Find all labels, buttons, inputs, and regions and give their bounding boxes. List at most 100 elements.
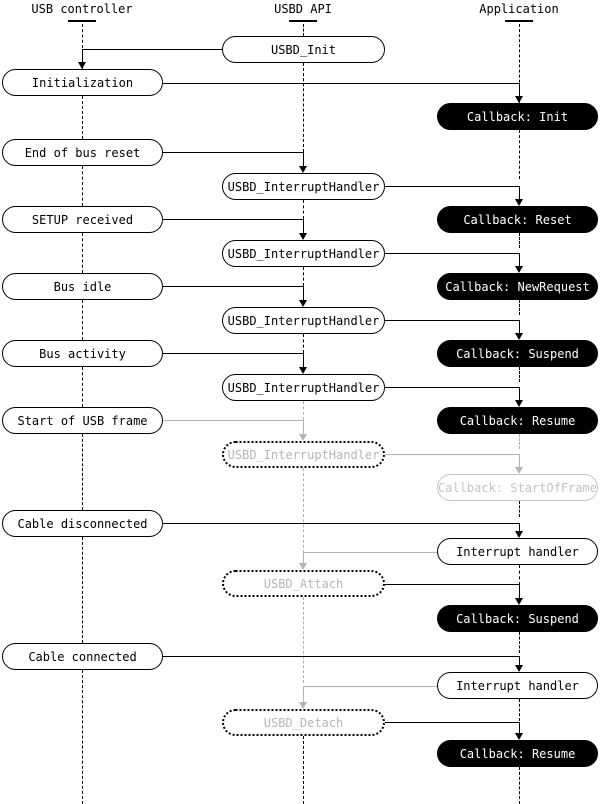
lifeline-ll-app-e bbox=[519, 367, 520, 382]
node-int-handler-2[interactable]: Interrupt handler bbox=[437, 672, 598, 699]
node-ih-1[interactable]: USBD_InterruptHandler bbox=[222, 173, 385, 200]
node-label-start-usb-frame: Start of USB frame bbox=[17, 413, 148, 428]
lifeline-ll-api-g bbox=[303, 468, 304, 553]
connector-h-c-ih3-to-cbsusp bbox=[385, 320, 519, 321]
connector-v-c-busidle-to-ih3 bbox=[303, 286, 304, 301]
node-label-cb-init: Callback: Init bbox=[466, 109, 569, 124]
node-ih-5[interactable]: USBD_InterruptHandler bbox=[222, 441, 385, 468]
connector-v-c-attach-to-cbsusp2 bbox=[519, 584, 520, 599]
node-setup-received[interactable]: SETUP received bbox=[2, 206, 163, 233]
node-label-setup-received: SETUP received bbox=[31, 212, 134, 227]
connector-v-c-sof-to-ih5 bbox=[303, 420, 304, 435]
connector-v-c-busact-to-ih4 bbox=[303, 353, 304, 368]
node-label-cb-startofframe: Callback: StartOfFrame bbox=[438, 480, 597, 495]
connector-h-c-ctrl-to-cbinit bbox=[163, 83, 519, 84]
connector-h-c-init-to-ctrl bbox=[82, 49, 222, 50]
connector-h-c-setup-to-ih2 bbox=[163, 219, 303, 220]
connector-h-c-busreset-to-ih1 bbox=[163, 152, 303, 153]
column-tick-usb-controller bbox=[68, 20, 96, 22]
lifeline-ll-api-h bbox=[303, 597, 304, 683]
connector-v-c-setup-to-ih2 bbox=[303, 219, 304, 234]
node-cable-conn[interactable]: Cable connected bbox=[2, 643, 163, 670]
node-cb-suspend-1[interactable]: Callback: Suspend bbox=[437, 340, 598, 367]
lifeline-ll-ctrl-b bbox=[82, 96, 83, 139]
lifeline-ll-app-f bbox=[519, 434, 520, 449]
node-label-bus-idle: Bus idle bbox=[53, 279, 112, 294]
lifeline-ll-app-g bbox=[519, 501, 520, 517]
lifeline-ll-api-f bbox=[303, 401, 304, 420]
lifeline-ll-api-e bbox=[303, 334, 304, 353]
node-label-usbd-init: USBD_Init bbox=[270, 42, 337, 57]
connector-v-c-ih3-to-cbsusp bbox=[519, 320, 520, 334]
connector-h-c-detach-to-cbres2 bbox=[385, 722, 519, 723]
node-cb-newrequest[interactable]: Callback: NewRequest bbox=[437, 273, 598, 300]
node-initialization[interactable]: Initialization bbox=[2, 69, 163, 96]
node-label-cb-suspend-2: Callback: Suspend bbox=[456, 611, 579, 626]
node-label-cb-reset: Callback: Reset bbox=[463, 212, 572, 227]
connector-v-c-int1-to-attach bbox=[303, 552, 304, 564]
node-cb-suspend-2[interactable]: Callback: Suspend bbox=[437, 605, 598, 632]
node-bus-idle[interactable]: Bus idle bbox=[2, 273, 163, 300]
node-ih-3[interactable]: USBD_InterruptHandler bbox=[222, 307, 385, 334]
column-tick-application bbox=[505, 20, 533, 22]
node-ih-2[interactable]: USBD_InterruptHandler bbox=[222, 240, 385, 267]
lifeline-ll-ctrl-g bbox=[82, 434, 83, 510]
arrowhead-c-init-to-ctrl bbox=[78, 62, 86, 69]
node-usbd-detach[interactable]: USBD_Detach bbox=[222, 709, 385, 736]
lifeline-ll-app-a bbox=[519, 24, 520, 103]
node-start-usb-frame[interactable]: Start of USB frame bbox=[2, 407, 163, 434]
connector-v-c-ih4-to-cbres bbox=[519, 387, 520, 401]
node-cb-resume-2[interactable]: Callback: Resume bbox=[437, 740, 598, 767]
connector-h-c-disc-to-int1 bbox=[163, 523, 519, 524]
connector-v-c-int2-to-detach bbox=[303, 686, 304, 703]
connector-h-c-ih2-to-cbnew bbox=[385, 253, 519, 254]
node-label-cb-resume-1: Callback: Resume bbox=[459, 413, 576, 428]
node-label-bus-activity: Bus activity bbox=[39, 346, 126, 361]
node-label-usbd-detach: USBD_Detach bbox=[263, 715, 344, 730]
lifeline-ll-ctrl-c bbox=[82, 166, 83, 206]
node-label-ih-3: USBD_InterruptHandler bbox=[227, 313, 380, 328]
node-ih-4[interactable]: USBD_InterruptHandler bbox=[222, 374, 385, 401]
node-usbd-attach[interactable]: USBD_Attach bbox=[222, 570, 385, 597]
node-label-cb-newrequest: Callback: NewRequest bbox=[445, 279, 590, 294]
lifeline-ll-api-d bbox=[303, 267, 304, 286]
node-label-initialization: Initialization bbox=[31, 75, 134, 90]
arrowhead-c-detach-to-cbres2 bbox=[515, 733, 523, 740]
connector-h-c-ih5-to-cbsof bbox=[385, 454, 519, 455]
node-cb-init[interactable]: Callback: Init bbox=[437, 103, 598, 130]
node-cable-disc[interactable]: Cable disconnected bbox=[2, 510, 163, 537]
connector-v-c-busreset-to-ih1 bbox=[303, 152, 304, 167]
connector-v-c-conn-to-int2 bbox=[519, 656, 520, 666]
lifeline-ll-ctrl-h bbox=[82, 537, 83, 643]
connector-v-c-ih1-to-cbreset bbox=[519, 186, 520, 200]
node-label-ih-2: USBD_InterruptHandler bbox=[227, 246, 380, 261]
node-cb-reset[interactable]: Callback: Reset bbox=[437, 206, 598, 233]
column-header-application: Application bbox=[479, 2, 559, 16]
node-int-handler-1[interactable]: Interrupt handler bbox=[437, 538, 598, 565]
lifeline-ll-ctrl-a bbox=[82, 24, 83, 69]
lifeline-ll-api-b bbox=[303, 63, 304, 152]
connector-h-c-ih4-to-cbres bbox=[385, 387, 519, 388]
connector-v-c-detach-to-cbres2 bbox=[519, 722, 520, 734]
node-label-ih-1: USBD_InterruptHandler bbox=[227, 179, 380, 194]
node-cb-startofframe[interactable]: Callback: StartOfFrame bbox=[437, 474, 598, 501]
node-label-cb-suspend-1: Callback: Suspend bbox=[456, 346, 579, 361]
arrowhead-c-setup-to-ih2 bbox=[299, 233, 307, 240]
arrowhead-c-attach-to-cbsusp2 bbox=[515, 598, 523, 605]
lifeline-ll-app-k bbox=[519, 767, 520, 804]
node-usbd-init[interactable]: USBD_Init bbox=[222, 36, 385, 63]
column-header-usb-controller: USB controller bbox=[31, 2, 133, 16]
lifeline-ll-app-i bbox=[519, 632, 520, 653]
lifeline-ll-app-d bbox=[519, 300, 520, 315]
connector-v-c-ih5-to-cbsof bbox=[519, 454, 520, 468]
node-end-bus-reset[interactable]: End of bus reset bbox=[2, 139, 163, 166]
connector-h-c-busidle-to-ih3 bbox=[163, 286, 303, 287]
node-bus-activity[interactable]: Bus activity bbox=[2, 340, 163, 367]
connector-h-c-busact-to-ih4 bbox=[163, 353, 303, 354]
arrowhead-c-ih5-to-cbsof bbox=[515, 467, 523, 474]
column-tick-usbd-api bbox=[289, 20, 317, 22]
arrowhead-c-ih2-to-cbnew bbox=[515, 266, 523, 273]
connector-v-c-disc-to-int1 bbox=[519, 523, 520, 532]
node-cb-resume-1[interactable]: Callback: Resume bbox=[437, 407, 598, 434]
